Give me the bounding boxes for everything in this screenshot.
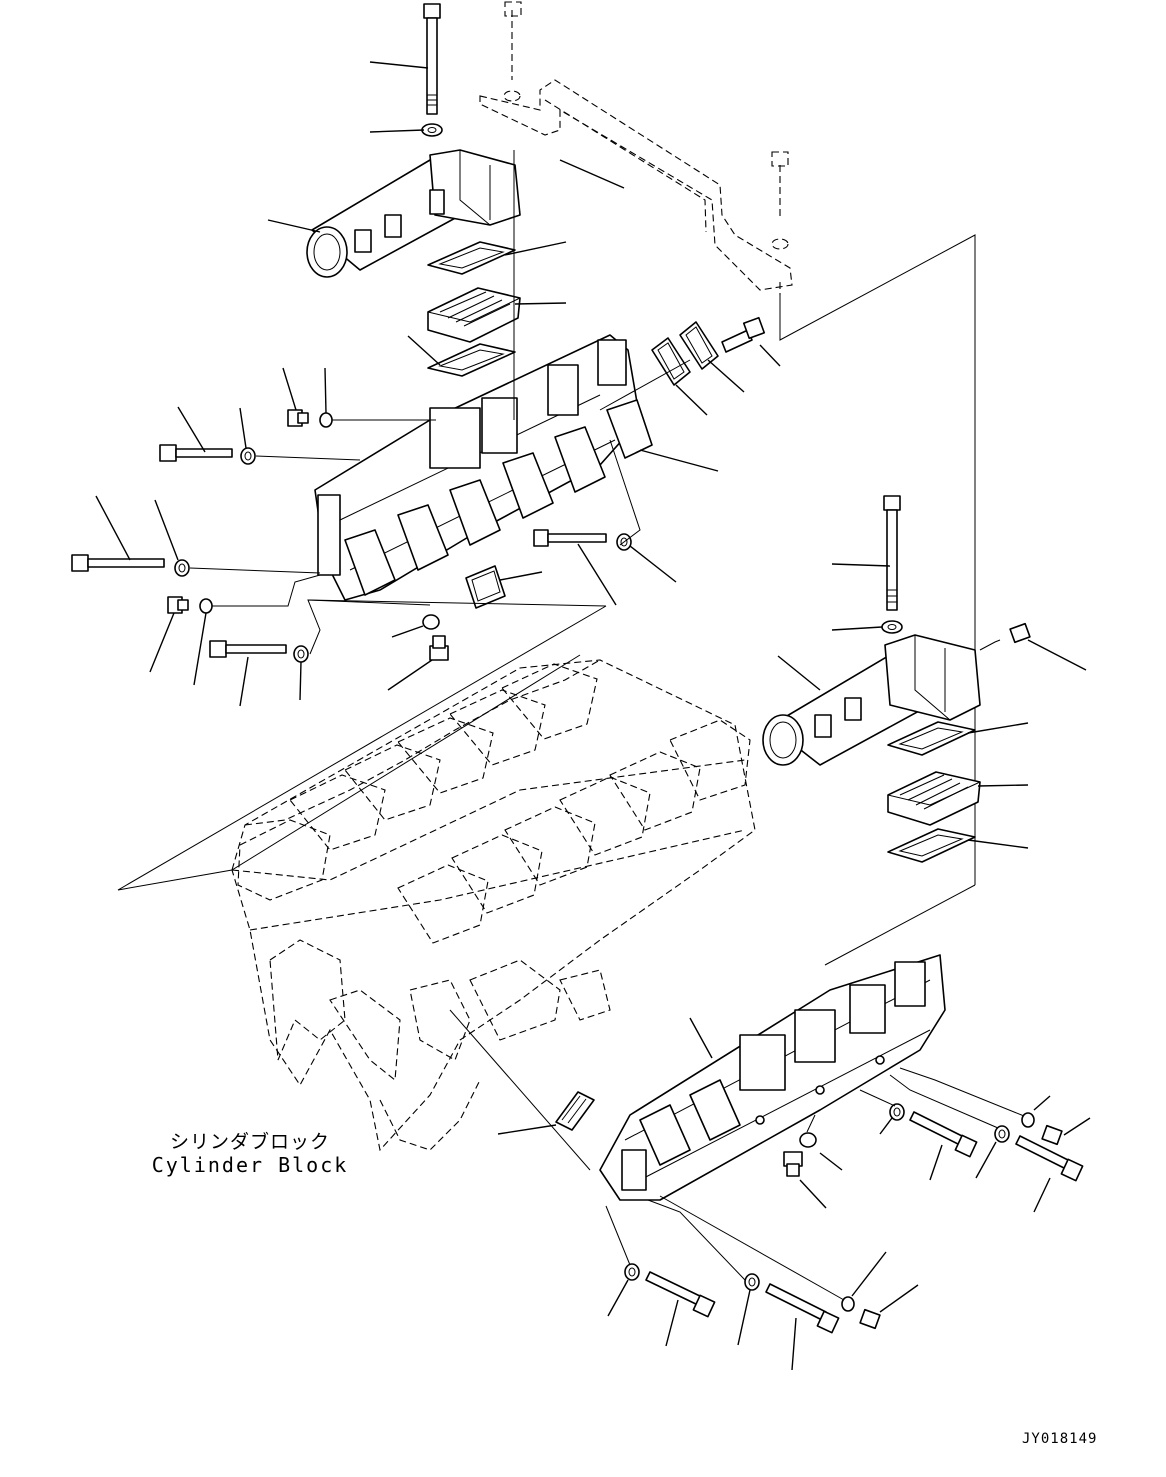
bolt-lower-4 [765, 1283, 840, 1334]
washer-lower-3 [624, 1263, 640, 1281]
o-ring-lower-1 [799, 1132, 817, 1148]
bolt-left-2 [71, 554, 165, 572]
heater-element-upper [427, 287, 521, 343]
bracket-pipe [479, 1, 793, 295]
reference-mark [555, 1091, 595, 1131]
o-ring-lower-2 [1021, 1112, 1035, 1128]
plug-left-2 [167, 596, 189, 614]
o-ring-left-1 [319, 412, 333, 428]
leader-lines-lower [497, 884, 1091, 1371]
washer-right [881, 620, 903, 634]
drawing-number: JY018149 [1022, 1431, 1098, 1447]
leader-lines-right [777, 563, 1087, 849]
gasket-right-2 [887, 828, 976, 863]
cylinder-block [231, 659, 756, 1152]
gasket-upper-2 [427, 343, 516, 377]
bolt-left-1 [159, 444, 233, 462]
intake-connector-upper [306, 149, 521, 278]
bolt-lower-3 [645, 1271, 716, 1318]
intake-manifold-right [599, 954, 946, 1201]
cylinder-block-label-english: Cylinder Block [151, 1153, 349, 1177]
bolt-left-3 [209, 640, 287, 658]
washer-lower-1 [889, 1103, 905, 1121]
o-ring-left-2 [199, 598, 213, 614]
washer-left-3 [293, 645, 309, 663]
plug-lower-2 [1041, 1124, 1063, 1146]
gasket-upper-1 [427, 241, 516, 275]
washer-left-2 [174, 559, 190, 577]
gasket-single-left [465, 565, 506, 609]
washer-lower-4 [744, 1273, 760, 1291]
bolt-lower-2 [1015, 1135, 1084, 1182]
gasket-right-1 [887, 721, 976, 756]
plug-right-top [1009, 622, 1031, 644]
bolt-mid-left [533, 529, 607, 547]
plug-lower-1 [783, 1151, 803, 1177]
gasket-left-2 [679, 321, 719, 370]
long-bolt-right [883, 495, 901, 611]
heater-element-right [887, 771, 981, 826]
leader-lines-upper-left [95, 61, 781, 707]
cylinder-block-label-japanese: シリンダブロック [169, 1131, 330, 1153]
plug-left-1 [287, 409, 309, 427]
plug-lower-3 [859, 1308, 881, 1330]
intake-connector-right [762, 634, 981, 766]
long-bolt-top-left [423, 3, 441, 115]
intake-manifold-left [314, 334, 653, 601]
leader-lines-bracket [779, 234, 976, 885]
bolt-lower-1 [909, 1111, 978, 1158]
washer-lower-2 [994, 1125, 1010, 1143]
o-ring-lower-3 [841, 1296, 855, 1312]
washer-left-1 [240, 447, 256, 465]
washer-top-left [421, 123, 443, 137]
plug-mid [429, 635, 449, 661]
o-ring-mid [422, 614, 440, 630]
short-bolt-flange [721, 316, 766, 353]
leader-lines-block [117, 605, 607, 1171]
